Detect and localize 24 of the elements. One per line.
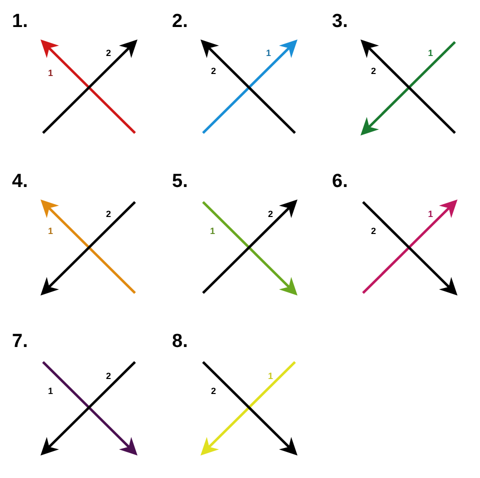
arrow-label: 1 [266,48,272,58]
panel-number: 7. [12,332,28,352]
arrow-label: 2 [268,209,274,219]
arrow-label: 1 [48,226,54,236]
panel-number: 6. [332,172,348,192]
panel-number: 1. [12,12,28,32]
arrow-label: 1 [428,209,434,219]
arrow-label: 1 [210,226,216,236]
arrow-label: 2 [106,209,112,219]
arrow-label: 2 [211,66,216,76]
arrow-label: 2 [106,371,112,381]
panel-number: 3. [332,12,348,32]
arrow-label: 2 [371,66,376,76]
arrow-label: 2 [106,48,112,58]
arrow-label: 1 [48,386,54,396]
arrow-label: 2 [211,386,216,396]
panel-number: 5. [172,172,188,192]
arrow-label: 1 [268,371,274,381]
panel-number: 8. [172,332,188,352]
panel-number: 2. [172,12,188,32]
panel-number: 4. [12,172,28,192]
arrow-label: 1 [48,68,54,78]
arrow-label: 1 [428,48,434,58]
arrow-label: 2 [371,226,376,236]
